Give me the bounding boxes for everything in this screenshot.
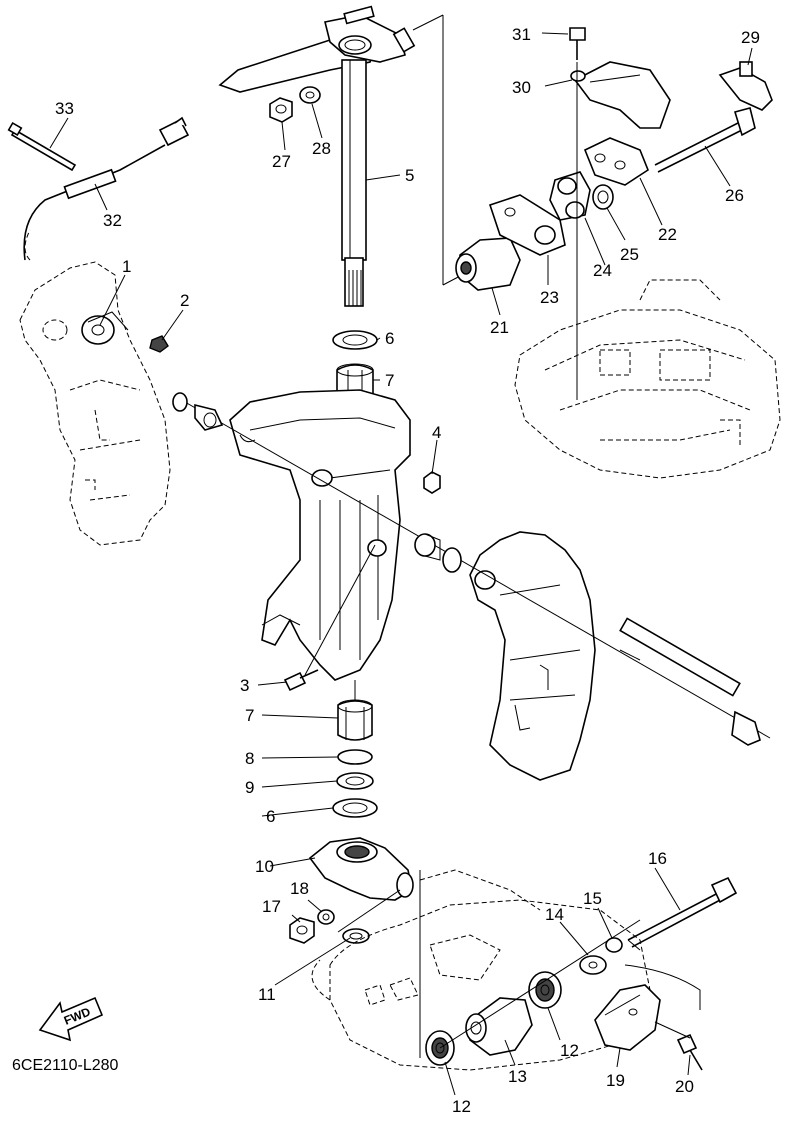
callout-13: 13 [508,1067,527,1086]
bolt-20 [676,1033,703,1071]
callout-31: 31 [512,25,531,44]
diagram-code: 6CE2110-L280 [12,1057,119,1074]
clamp-bracket-left [19,229,171,546]
nut-17 [289,917,315,944]
washer-6-lower [332,798,378,818]
washer-15 [605,937,623,953]
fwd-arrow-icon: FWD [38,996,104,1042]
rubber-mount-13 [465,997,533,1056]
ring-25 [592,184,614,210]
leader-line [654,1021,691,1039]
leader-line [337,889,401,933]
tilt-bolt [619,617,761,746]
upper-mount-21 [455,237,521,291]
mount-cover-30 [570,61,671,129]
callout-7-upper: 7 [385,371,394,390]
leader-line [624,964,701,1010]
callout-8: 8 [245,749,254,768]
callout-17: 17 [262,897,281,916]
plate-24 [549,171,591,221]
clamp-bracket-right [469,531,596,781]
swivel-bracket [229,389,411,681]
lower-case-outline [311,869,651,1071]
washer-6-upper [332,330,378,350]
callout-12-right: 12 [560,1041,579,1060]
mount-cap-12-right [528,971,562,1009]
plate-23 [488,194,566,256]
nut-4 [423,471,441,494]
leader-line [304,544,376,676]
washer-18 [317,909,335,925]
plate-22 [583,137,649,186]
callout-28: 28 [312,139,331,158]
callout-19: 19 [606,1071,625,1090]
callout-6-lower: 6 [266,807,275,826]
screw-2 [149,335,169,353]
bolt-31 [569,27,586,60]
callout-18: 18 [290,879,309,898]
callout-24: 24 [593,261,612,280]
callout-5: 5 [405,166,414,185]
steering-arm [218,5,416,93]
bushing-7-lower [337,699,373,741]
callout-1: 1 [122,257,131,276]
callout-22: 22 [658,225,677,244]
callout-16: 16 [648,849,667,868]
tilt-axis-line [177,397,771,739]
callout-6-upper: 6 [385,329,394,348]
mount-axis-line [439,919,641,1049]
callout-23: 23 [540,288,559,307]
clip-11 [342,928,370,944]
bolt-16 [627,876,738,951]
bushing-center [414,533,462,573]
callouts: 1 2 3 4 5 6 6 7 7 8 9 10 11 12 12 13 14 … [55,25,760,1116]
callout-15: 15 [583,889,602,908]
band-33 [7,121,77,172]
callout-29: 29 [741,28,760,47]
callout-14: 14 [545,905,564,924]
callout-3: 3 [240,676,249,695]
callout-26: 26 [725,186,744,205]
callout-21: 21 [490,318,509,337]
callout-9: 9 [245,778,254,797]
callout-4: 4 [432,423,441,442]
callout-12-left: 12 [452,1097,471,1116]
callout-25: 25 [620,245,639,264]
callout-32: 32 [103,211,122,230]
callout-20: 20 [675,1077,694,1096]
o-ring-8 [337,749,373,765]
bottom-cowling-outline [514,279,781,479]
grease-nipple-1 [81,311,129,345]
wire-lead-32 [23,116,190,261]
callout-7-lower: 7 [245,706,254,725]
bolt-26 [654,107,756,173]
callout-30: 30 [512,78,531,97]
steering-shaft [341,59,367,307]
callout-10: 10 [255,857,274,876]
callout-11: 11 [258,985,276,1004]
callout-27: 27 [272,152,291,171]
washer-28 [299,86,321,104]
lower-mount-bracket-10 [308,837,414,901]
nut-27 [269,97,293,123]
callout-leaders [49,32,753,1096]
callout-2: 2 [180,291,189,310]
tilt-tube-end-left [172,392,224,431]
leader-line [412,14,444,31]
washer-9 [336,772,374,790]
bracket-29 [718,61,773,111]
callout-33: 33 [55,99,74,118]
washer-14 [579,955,607,975]
mount-cover-19 [594,984,661,1051]
bolt-3 [283,669,319,692]
